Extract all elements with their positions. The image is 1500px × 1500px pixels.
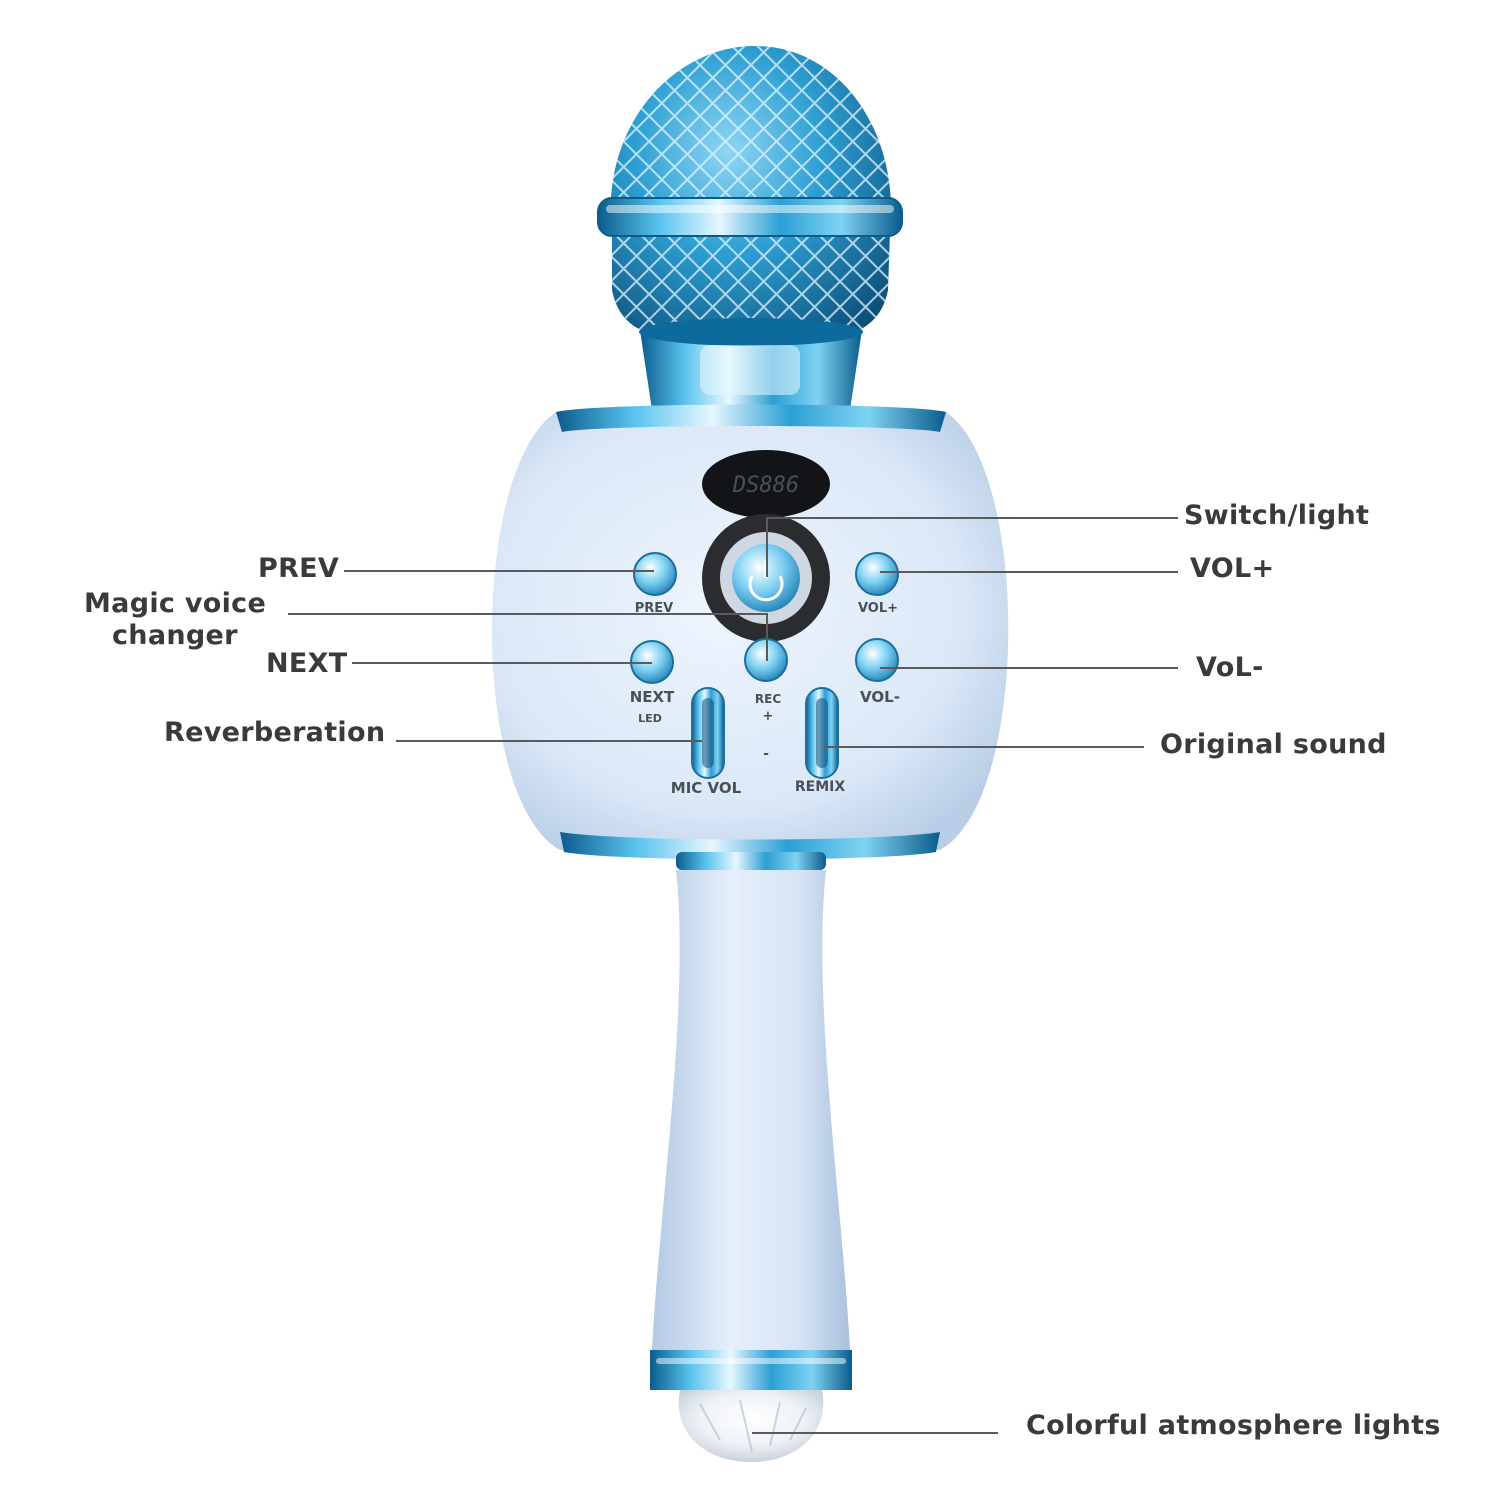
leader-magic-voice-drop <box>766 613 768 661</box>
leader-atmosphere-lights <box>752 1432 998 1434</box>
callout-prev: PREV <box>258 553 340 584</box>
leader-prev <box>344 570 654 572</box>
callout-magic-voice-line1: Magic voice <box>84 588 267 619</box>
body-label-remix: REMIX <box>795 779 845 795</box>
microphone-neck <box>639 318 863 410</box>
leader-vol-plus <box>880 571 1178 573</box>
leader-next <box>352 662 652 664</box>
body-label-plus: + <box>763 709 774 724</box>
callout-vol-plus: VOL+ <box>1190 553 1275 584</box>
callout-reverberation: Reverberation <box>164 717 386 748</box>
callout-next: NEXT <box>266 648 348 679</box>
callout-atmosphere-lights: Colorful atmosphere lights <box>1026 1410 1441 1441</box>
body-label-rec: REC <box>755 692 781 706</box>
body-label-prev: PREV <box>635 601 673 616</box>
body-label-led: LED <box>638 712 662 725</box>
callout-magic-voice-line2: changer <box>112 620 238 651</box>
body-label-mic-vol: MIC VOL <box>671 779 742 797</box>
body-label-minus: - <box>763 746 769 762</box>
microphone-handle <box>650 852 852 1390</box>
callout-vol-minus: VoL- <box>1196 652 1264 683</box>
callout-original-sound: Original sound <box>1160 729 1387 760</box>
body-label-next: NEXT <box>630 688 675 706</box>
body-label-vol-minus: VOL- <box>860 688 900 706</box>
microphone-body: DS886 PREV VOL+ NEXT LED REC + <box>491 404 1009 860</box>
callout-switch-light: Switch/light <box>1184 500 1370 531</box>
display-readout: DS886 <box>732 473 799 498</box>
atmosphere-light-dome <box>678 1390 824 1462</box>
body-label-vol-plus: VOL+ <box>858 601 898 616</box>
leader-switch-light <box>766 517 1178 519</box>
leader-reverberation <box>396 740 702 742</box>
leader-switch-light-drop <box>766 517 768 577</box>
leader-vol-minus <box>880 667 1178 669</box>
microphone-grille <box>597 45 903 349</box>
leader-original-sound <box>824 746 1144 748</box>
leader-magic-voice <box>288 613 766 615</box>
